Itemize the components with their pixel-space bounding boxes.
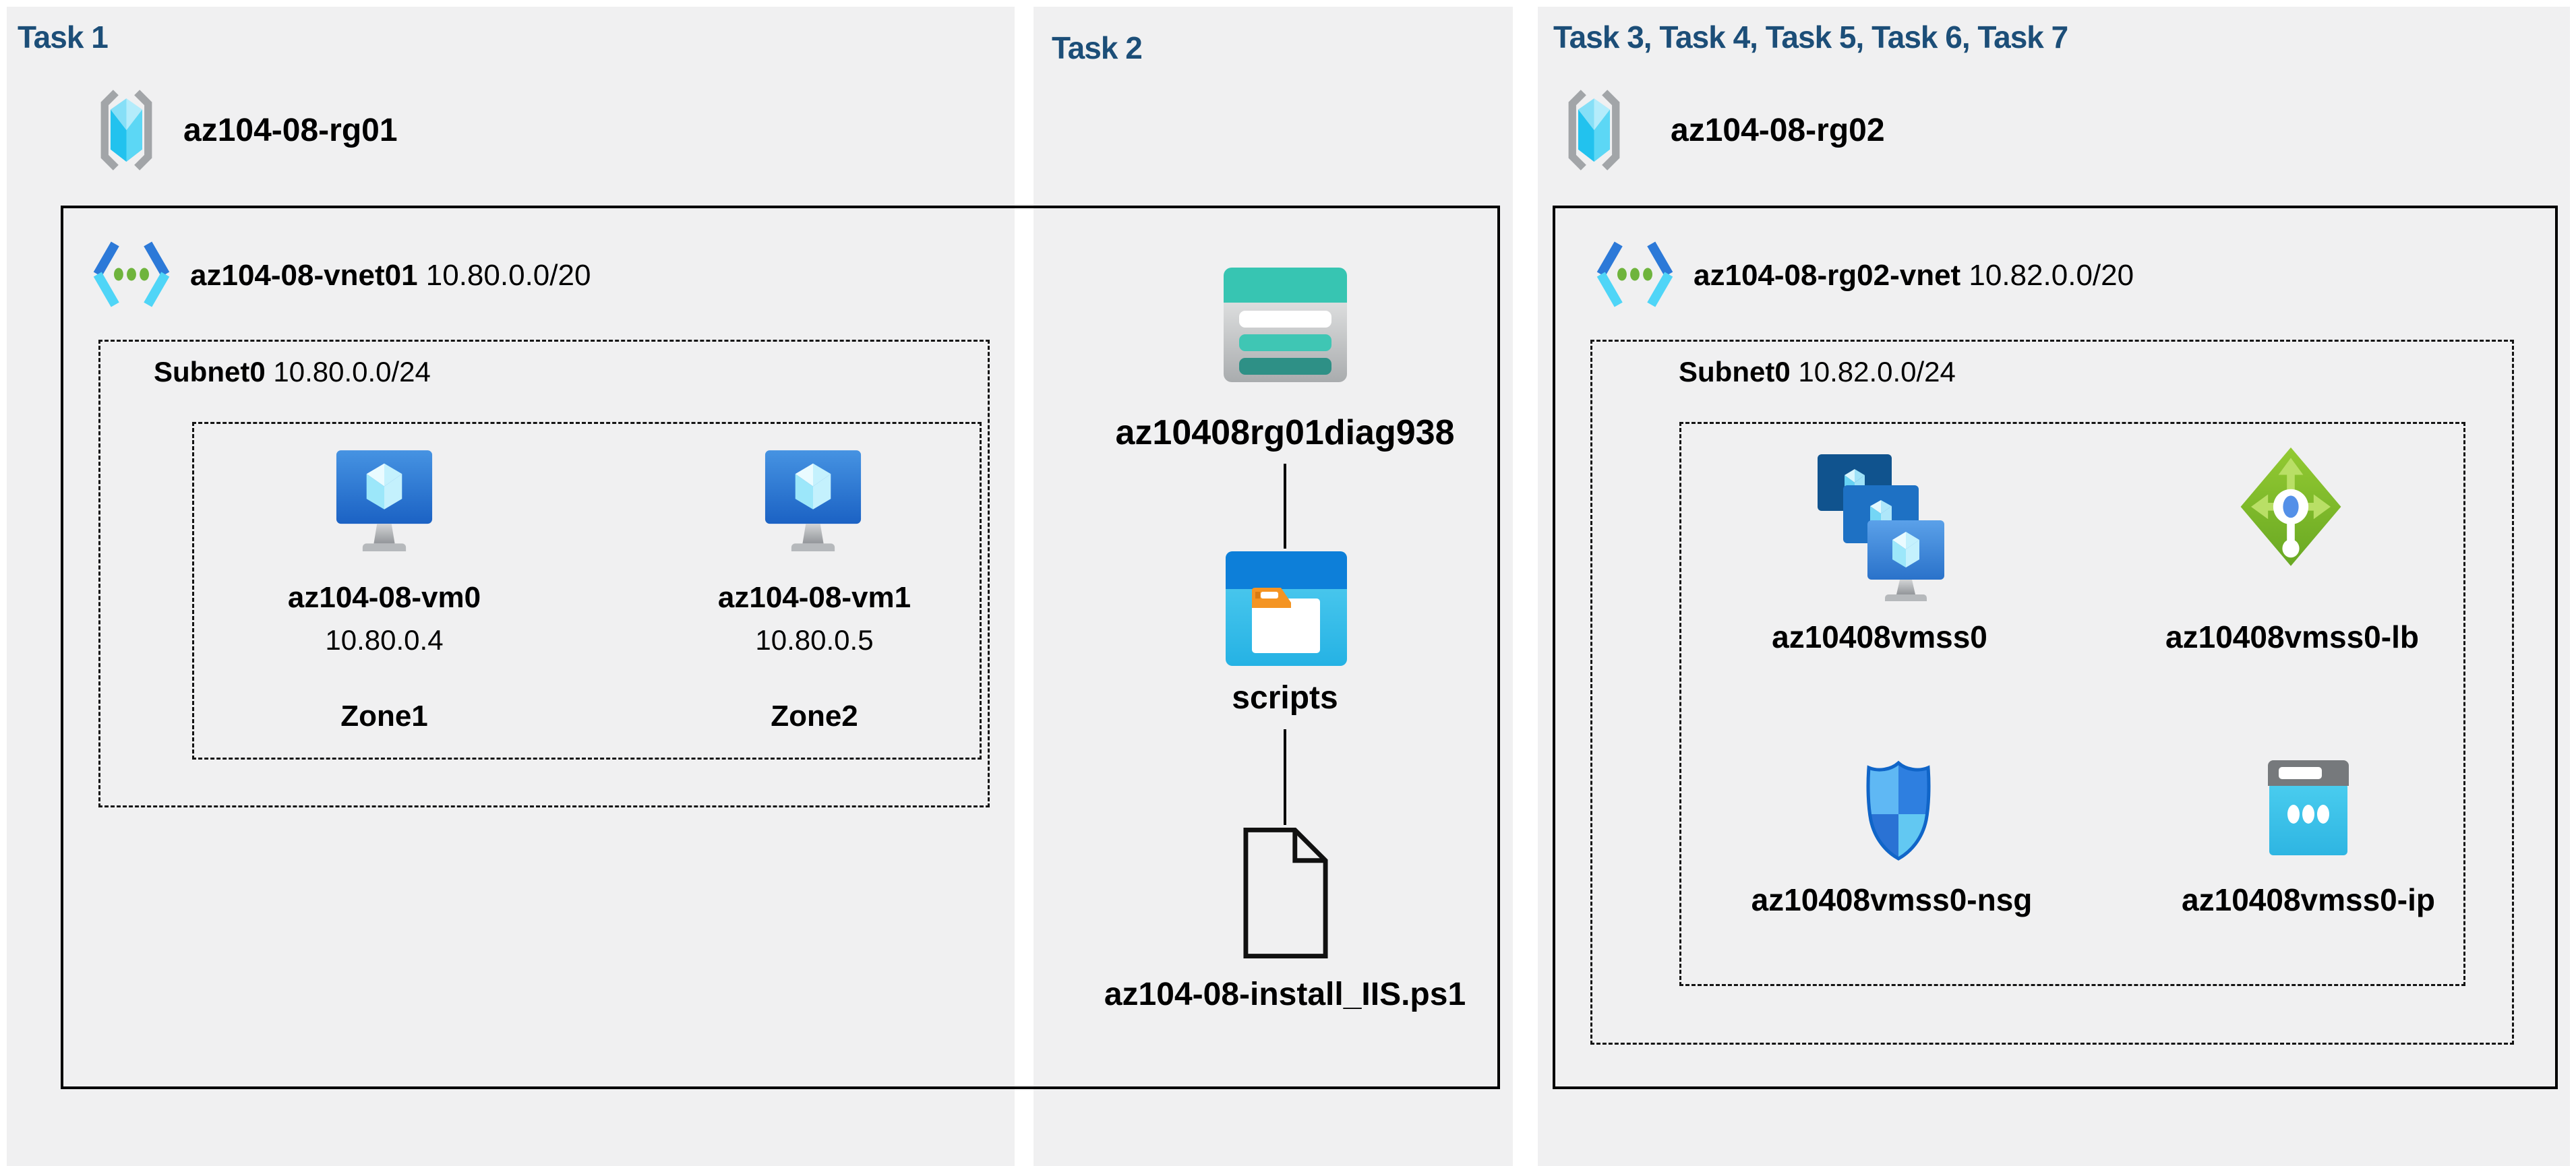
vm0-ip: 10.80.0.4 (325, 624, 444, 656)
task1-title: Task 1 (18, 20, 109, 55)
subnet0-name-task1: Subnet0 (154, 356, 266, 388)
vm1-zone: Zone2 (771, 700, 858, 733)
document-icon (1242, 827, 1329, 959)
rg01-label: az104-08-rg01 (183, 113, 398, 148)
vm1-ip: 10.80.0.5 (755, 624, 874, 656)
rg02-vnet-cidr: 10.82.0.0/20 (1969, 259, 2134, 292)
vmss-label: az10408vmss0 (1772, 619, 1987, 654)
resource-group-icon (1559, 89, 1629, 171)
rg02-vnet-name: az104-08-rg02-vnet (1694, 259, 1969, 292)
connector-line (1284, 729, 1286, 825)
rg02-vnet-box (1553, 206, 2558, 1089)
subnet0-cidr-task1: 10.80.0.0/24 (273, 356, 431, 388)
script-file-label: az104-08-install_IIS.ps1 (1104, 977, 1466, 1012)
subnet0-box-task1 (98, 340, 990, 807)
subnet0-label-task3: Subnet0 10.82.0.0/24 (1679, 356, 1956, 388)
rg02-label: az104-08-rg02 (1671, 113, 1885, 148)
vm1-name: az104-08-vm1 (717, 581, 911, 614)
storage-account-label: az10408rg01diag938 (1115, 413, 1455, 452)
subnet0-box-task3 (1590, 340, 2514, 1045)
subnet0-label-task1: Subnet0 10.80.0.0/24 (154, 356, 431, 388)
connector-line (1284, 464, 1286, 549)
nsg-label: az10408vmss0-nsg (1751, 882, 2033, 917)
load-balancer-icon (2235, 445, 2347, 582)
subnet0-cidr-task3: 10.82.0.0/24 (1798, 356, 1956, 388)
task1-panel (7, 7, 1015, 1166)
vnet01-label: az104-08-vnet01 10.80.0.0/20 (190, 259, 591, 293)
storage-account-icon (1224, 268, 1347, 382)
vm0-zone: Zone1 (340, 700, 428, 733)
vm0-name: az104-08-vm0 (287, 581, 481, 614)
subnet0-name-task3: Subnet0 (1679, 356, 1791, 388)
resource-group-icon (91, 89, 162, 171)
task2-title: Task 2 (1052, 30, 1143, 65)
public-ip-label: az10408vmss0-ip (2182, 882, 2435, 917)
vnet-icon (1591, 239, 1679, 310)
vnet01-name: az104-08-vnet01 (190, 259, 426, 292)
zones-box (192, 422, 982, 760)
vm-icon (764, 449, 862, 555)
nsg-shield-icon (1859, 760, 1938, 861)
vnet01-box (61, 206, 1500, 1089)
vmss-resources-box (1679, 422, 2465, 986)
vmss-icon (1818, 454, 1946, 603)
rg02-vnet-label: az104-08-rg02-vnet 10.82.0.0/20 (1694, 259, 2134, 293)
vm-icon (335, 449, 433, 555)
folder-container-icon (1226, 551, 1347, 666)
task3-panel (1538, 7, 2570, 1166)
public-ip-icon (2268, 760, 2349, 858)
vnet-icon (88, 239, 175, 310)
task3-title: Task 3, Task 4, Task 5, Task 6, Task 7 (1553, 20, 2068, 55)
vnet01-cidr: 10.80.0.0/20 (425, 259, 591, 292)
container-label: scripts (1232, 680, 1338, 716)
load-balancer-label: az10408vmss0-lb (2165, 619, 2419, 654)
